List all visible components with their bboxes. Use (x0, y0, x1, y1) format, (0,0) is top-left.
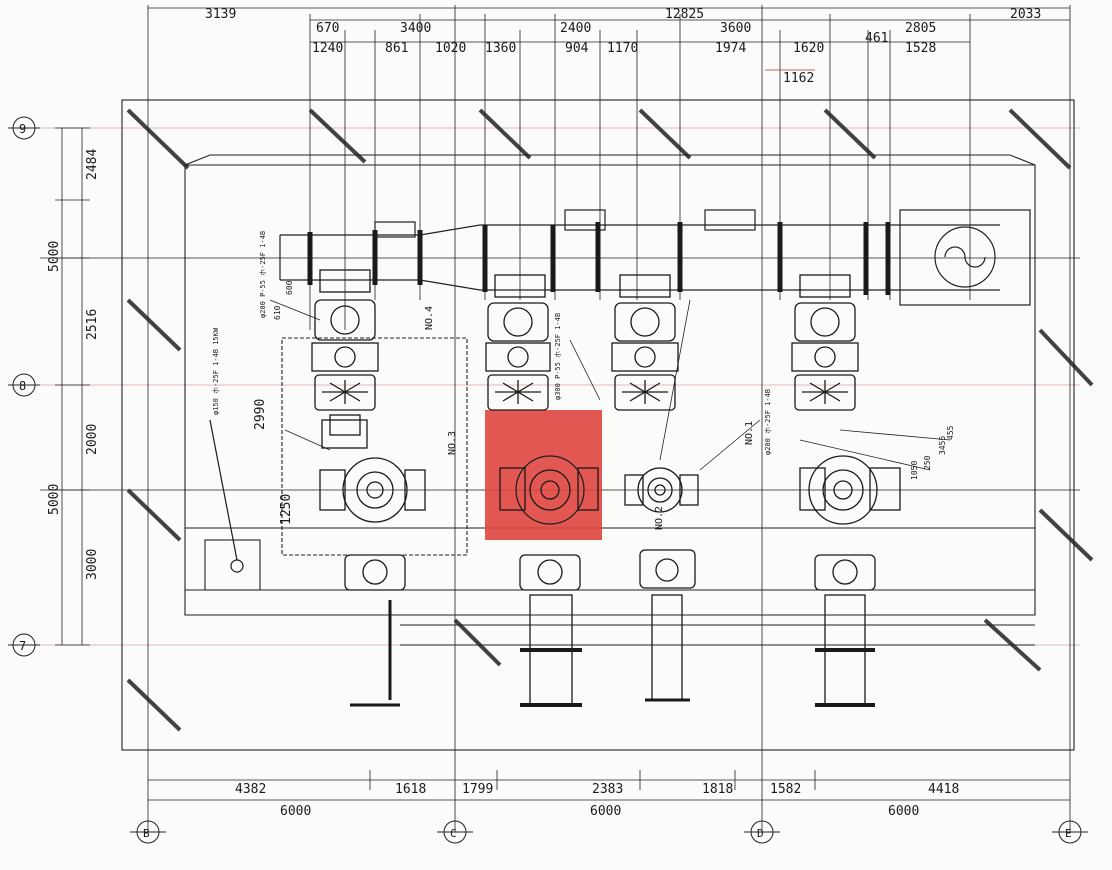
label-no3: NO.3 (447, 431, 458, 455)
dim-1050: 1050 (910, 461, 919, 480)
dim-bottom-4382: 4382 (235, 782, 266, 797)
grid-label-7: 7 (19, 639, 26, 653)
grid-label-b: B (143, 827, 150, 840)
note-sump-pump: φ150 ホ-25F 1-4B 15KW (212, 327, 220, 415)
dim-left-2484: 2484 (85, 149, 100, 180)
dim-top-3139: 3139 (205, 7, 236, 22)
label-no4: NO.4 (424, 306, 435, 330)
note-pump-no3: φ300 P-55 ホ-25F 1-4B (554, 313, 562, 400)
grid-label-d: D (757, 827, 764, 840)
dim-bottom-1799: 1799 (462, 782, 493, 797)
note-pump-no4: φ200 P-55 ホ-25F 1-4B (259, 231, 267, 318)
pump-unit-no3 (485, 274, 599, 707)
note-pump-no1: φ200 ホ-25F 1-4B (764, 389, 772, 455)
dim-top3-1240: 1240 (312, 41, 343, 56)
dim-bottom-4418: 4418 (928, 782, 959, 797)
dim-bottom-1618: 1618 (395, 782, 426, 797)
dim-top3-1360: 1360 (485, 41, 516, 56)
dim-top3-904: 904 (565, 41, 589, 56)
dim-top3-1170: 1170 (607, 41, 638, 56)
dim-top2-2805: 2805 (905, 21, 936, 36)
dim-3455: 3455 (938, 436, 947, 455)
dim-bottom2-6000-b: 6000 (590, 804, 621, 819)
wall-hatching (126, 108, 1094, 732)
dim-top2-2400: 2400 (560, 21, 591, 36)
pump-unit-no4 (311, 269, 426, 707)
pump-notes: φ200 P-55 ホ-25F 1-4B φ300 P-55 ホ-25F 1-4… (212, 231, 772, 455)
dim-top2-3600: 3600 (720, 21, 751, 36)
building-outline (121, 99, 1075, 751)
dim-1250: 1250 (279, 494, 294, 525)
leader-lines (269, 299, 951, 471)
dim-top3-1974: 1974 (715, 41, 746, 56)
bottom-dimension-texts: 4382 1618 1799 2383 1818 1582 4418 6000 … (235, 782, 959, 819)
dim-top3-1020: 1020 (435, 41, 466, 56)
label-no2: NO.2 (654, 506, 665, 530)
left-grid-labels: 9 8 7 (19, 122, 26, 653)
dim-left-3000: 3000 (85, 549, 100, 580)
grid-label-c: C (450, 827, 457, 840)
dim-top-2033: 2033 (1010, 7, 1041, 22)
dim-bottom2-6000-c: 6000 (888, 804, 919, 819)
bottom-grid-bubbles (130, 820, 1088, 844)
dim-left-2000: 2000 (85, 424, 100, 455)
grid-label-8: 8 (19, 379, 26, 393)
label-no1: NO.1 (744, 421, 755, 445)
dim-2990: 2990 (253, 399, 268, 430)
pump-unit-no1 (791, 274, 901, 707)
dim-top3-461: 461 (865, 31, 888, 46)
dim-bottom-1582: 1582 (770, 782, 801, 797)
dim-top2-3400: 3400 (400, 21, 431, 36)
dim-left-5000-top: 5000 (47, 241, 62, 272)
dim-610: 610 (273, 305, 282, 320)
dim-bottom2-6000-a: 6000 (280, 804, 311, 819)
dim-600: 600 (285, 280, 294, 295)
pump-labels: NO.4 NO.3 NO.2 NO.1 (424, 306, 755, 530)
header-pipe (279, 209, 1031, 306)
grid-label-9: 9 (19, 122, 26, 136)
dim-bottom-2383: 2383 (592, 782, 623, 797)
pump-unit-no2 (611, 274, 699, 702)
left-grid-bubbles (8, 116, 40, 657)
dim-top3-1620: 1620 (793, 41, 824, 56)
dim-top-1162: 1162 (783, 71, 814, 86)
dim-bottom-1818: 1818 (702, 782, 733, 797)
bottom-dimension-lines (148, 770, 1070, 801)
bottom-grid-labels: B C D E (143, 827, 1072, 840)
dim-455: 455 (946, 425, 955, 440)
dim-left-2516: 2516 (85, 309, 100, 340)
left-dimension-lines (55, 127, 90, 646)
dim-left-5000-bottom: 5000 (47, 484, 62, 515)
dim-top-12825: 12825 (665, 7, 704, 22)
header-flanges (307, 222, 891, 295)
dim-250: 250 (923, 455, 932, 470)
highlight-region (485, 410, 602, 540)
left-dimension-texts: 2484 5000 2516 2000 5000 3000 (47, 149, 100, 580)
sump-pump (209, 419, 244, 573)
misc-labels: 1250 2990 600 1050 250 3455 455 610 (253, 280, 955, 525)
dim-top3-1528: 1528 (905, 41, 936, 56)
top-dimension-texts: 3139 12825 2033 670 3400 2400 3600 2805 … (205, 7, 1041, 86)
dim-top2-670: 670 (316, 21, 339, 36)
dim-top3-861: 861 (385, 41, 408, 56)
grid-label-e: E (1065, 827, 1072, 840)
